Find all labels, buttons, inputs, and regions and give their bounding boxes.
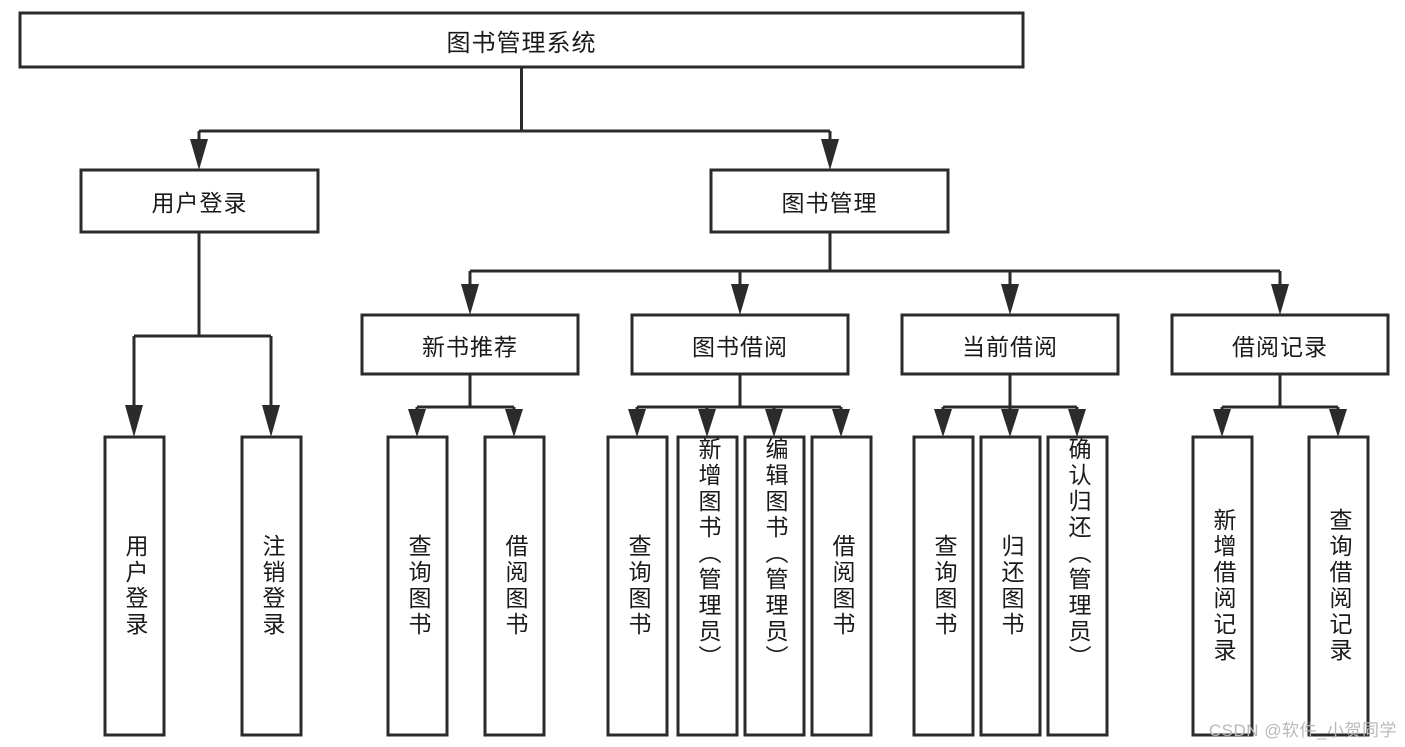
node-book-manage[interactable] [709, 168, 950, 234]
node-leaf-query-record[interactable] [1307, 435, 1370, 737]
node-user-login[interactable] [79, 168, 320, 234]
arrowhead-leaf-edit-book [765, 409, 783, 437]
node-leaf-confirm-return[interactable] [1046, 435, 1109, 737]
arrowhead-leaf-logout [262, 405, 280, 437]
arrowhead-book-manage [821, 139, 839, 170]
node-root[interactable] [18, 11, 1025, 69]
node-leaf-query-book-3[interactable] [912, 435, 975, 737]
watermark: CSDN @软件_小贺同学 [1208, 721, 1397, 740]
arrowhead-leaf-add-book [698, 409, 716, 437]
arrowhead-leaf-return-book [1001, 409, 1019, 437]
arrowhead-leaf-query-book-2 [628, 409, 646, 437]
arrowhead-current-borrow [1001, 284, 1019, 315]
arrowhead-leaf-query-book-3 [934, 409, 952, 437]
arrowhead-leaf-add-record [1213, 409, 1231, 437]
node-leaf-add-book[interactable] [676, 435, 739, 737]
arrowhead-leaf-confirm-return [1068, 409, 1086, 437]
node-leaf-borrow-book-1[interactable] [483, 435, 546, 737]
arrowhead-leaf-borrow-book-2 [832, 409, 850, 437]
node-leaf-user-login[interactable] [103, 435, 166, 737]
arrowhead-user-login [190, 139, 208, 170]
node-borrow-record[interactable] [1170, 313, 1390, 376]
arrowhead-leaf-user-login [125, 405, 143, 437]
node-current-borrow[interactable] [900, 313, 1120, 376]
arrowhead-leaf-borrow-book-1 [505, 409, 523, 437]
node-new-book-rec[interactable] [360, 313, 580, 376]
arrowhead-borrow-record [1271, 284, 1289, 315]
node-book-borrow[interactable] [630, 313, 850, 376]
node-leaf-add-record[interactable] [1191, 435, 1254, 737]
node-leaf-edit-book[interactable] [743, 435, 806, 737]
arrowhead-new-book-rec [461, 284, 479, 315]
node-leaf-query-book-2[interactable] [606, 435, 669, 737]
node-leaf-return-book[interactable] [979, 435, 1042, 737]
arrowhead-book-borrow [731, 284, 749, 315]
arrowhead-leaf-query-book-1 [408, 409, 426, 437]
node-leaf-borrow-book-2[interactable] [810, 435, 873, 737]
arrowhead-leaf-query-record [1329, 409, 1347, 437]
node-leaf-query-book-1[interactable] [386, 435, 449, 737]
node-leaf-logout[interactable] [240, 435, 303, 737]
